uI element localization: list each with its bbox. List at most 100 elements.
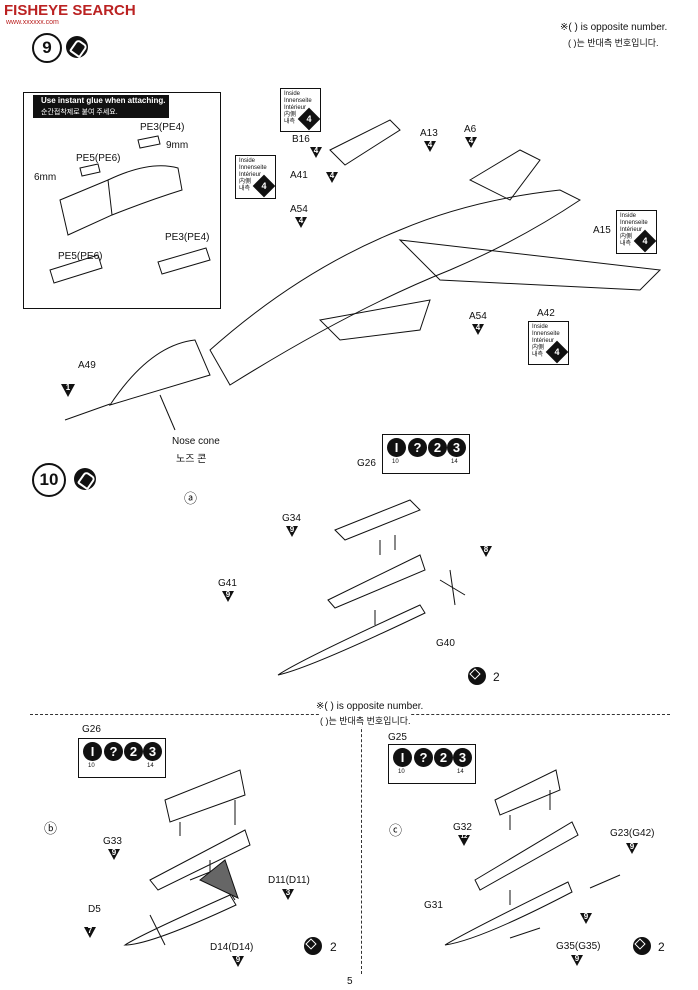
part-b-d14: D14(D14) — [210, 942, 254, 953]
glue-inset-header — [33, 95, 169, 118]
pylon-g34-a — [327, 554, 426, 609]
part-a54-left: A54 — [290, 204, 308, 215]
tri-b16 — [310, 147, 322, 158]
label-6mm: 6mm — [34, 172, 57, 183]
tri-a-g34 — [286, 526, 298, 537]
tri-a6-num: 4 — [468, 136, 474, 145]
pylon-g33-b — [149, 829, 251, 891]
label-pe3-top: PE3(PE4) — [140, 122, 185, 133]
missile-g41 — [277, 604, 426, 676]
tri-a41-num: 4 — [329, 171, 335, 180]
step-10-number: 10 — [32, 463, 66, 497]
fin-g40 — [439, 569, 466, 606]
tri-c-g31-num: 9 — [583, 912, 589, 921]
part-c-g35: G35(G35) — [556, 941, 601, 952]
lower-wing — [318, 299, 431, 341]
watermark-url: www.xxxxxx.com — [6, 19, 59, 26]
arrow-a-1 — [374, 535, 396, 625]
sub-step-b: ⓑ — [44, 821, 58, 836]
tri-c-g32 — [458, 835, 470, 846]
fuselage — [209, 189, 581, 386]
part-a15: A15 — [593, 225, 611, 236]
part-c-g25: G25 — [388, 732, 407, 743]
canopy-frame — [329, 119, 401, 166]
tri-a-g40-num: 8 — [483, 545, 489, 554]
fin-fill-b — [199, 859, 239, 899]
decal-icon-a — [468, 667, 486, 685]
opposite-note-kr: ( )는 반대측 번호입니다. — [568, 38, 659, 48]
glue-inset — [23, 92, 221, 309]
tri-a13 — [424, 141, 436, 152]
glue-inset-header-text: Use instant glue when attaching. — [41, 96, 166, 105]
tri-b-d5 — [84, 927, 96, 938]
paint-box-a: I ? 2 3 10 14 — [382, 434, 470, 474]
label-9mm: 9mm — [166, 140, 189, 151]
label-pe5-bottom: PE5(PE6) — [58, 251, 103, 262]
missile-c — [444, 881, 573, 946]
tri-c-g32-num: 12 — [460, 834, 468, 840]
watermark: FISHEYE SEARCH — [4, 2, 136, 19]
tri-b-g33 — [108, 849, 120, 860]
part-a-g40: G40 — [436, 638, 455, 649]
glue-icon — [66, 36, 88, 58]
times-2-a: 2 — [493, 670, 500, 684]
tri-a-g41 — [222, 591, 234, 602]
tri-a41 — [326, 172, 338, 183]
tri-b16-num: 4 — [313, 146, 319, 155]
tri-a54-left-num: 4 — [298, 216, 304, 225]
nose-cone-label-kr: 노즈 콘 — [176, 454, 207, 465]
tri-b-d11-num: 3 — [285, 888, 291, 897]
part-c-g32: G32 — [453, 822, 472, 833]
part-a-g26: G26 — [357, 458, 376, 469]
tri-a54-bottom-num: 4 — [475, 323, 481, 332]
part-a-g34: G34 — [282, 513, 301, 524]
glue-inset-header-kr: 순간접착제로 붙여 주세요. — [41, 109, 118, 116]
part-a54-bottom: A54 — [469, 311, 487, 322]
divider-vertical — [361, 714, 362, 974]
decal-icon-c — [633, 937, 651, 955]
tri-c-g35 — [571, 955, 583, 966]
times-2-b: 2 — [330, 940, 337, 954]
tri-b-d11 — [282, 889, 294, 900]
tri-b-d14 — [232, 956, 244, 967]
label-pe5-top: PE5(PE6) — [76, 153, 121, 164]
label-pe3-bottom: PE3(PE4) — [165, 232, 210, 243]
part-b-d11: D11(D11) — [268, 875, 310, 886]
part-c-g23: G23(G42) — [610, 828, 655, 839]
part-b-d5: D5 — [88, 904, 101, 915]
arrows-b — [179, 800, 236, 880]
tri-a-g40 — [480, 546, 492, 557]
step-9-number: 9 — [32, 33, 62, 63]
tri-b-g33-num: 9 — [111, 848, 117, 857]
tri-a6 — [465, 137, 477, 148]
part-b16: B16 — [292, 134, 310, 145]
part-a42: A42 — [537, 308, 555, 319]
part-c-g31: G31 — [424, 900, 443, 911]
tri-a-g34-num: 9 — [289, 525, 295, 534]
part-b-g33: G33 — [103, 836, 122, 847]
missile-b — [123, 894, 237, 946]
vertical-tail — [468, 149, 541, 201]
pylon-g32-c — [474, 821, 579, 891]
pylon-g26-b — [164, 769, 246, 823]
part-a6: A6 — [464, 124, 477, 135]
tri-a49 — [61, 384, 75, 397]
part-b-g26: G26 — [82, 724, 101, 735]
glue-icon-step10 — [74, 468, 96, 490]
paint-box-c: I ? 2 3 10 14 — [388, 744, 476, 784]
arrows-c — [509, 790, 551, 905]
tri-a-g41-num: 9 — [225, 590, 231, 599]
tri-c-g23 — [626, 843, 638, 854]
fins-b — [149, 869, 236, 946]
part-a13: A13 — [420, 128, 438, 139]
times-2-c: 2 — [658, 940, 665, 954]
sub-step-c: ⓒ — [389, 823, 403, 838]
tri-a49-num: 1 — [65, 383, 71, 392]
tri-a13-num: 4 — [427, 140, 433, 149]
nose-cone-leader — [159, 394, 176, 431]
pitot — [64, 403, 111, 421]
part-a41: A41 — [290, 170, 308, 181]
